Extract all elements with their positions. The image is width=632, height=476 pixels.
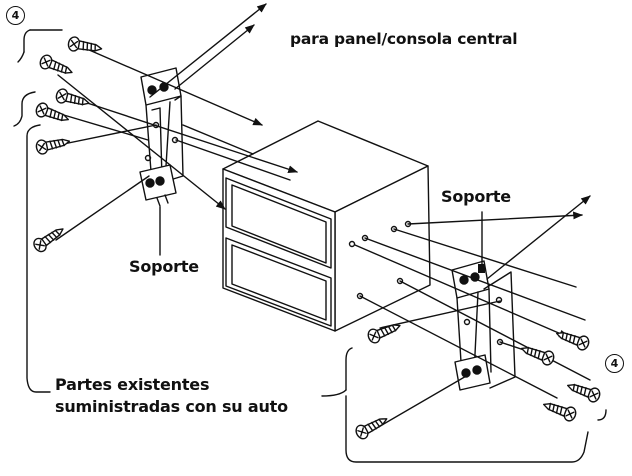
grouping-bracket-left xyxy=(13,29,63,393)
callout-number-badge-top-left: 4 xyxy=(6,6,25,25)
bracket-label-left: Soporte xyxy=(129,257,199,276)
guide-lines xyxy=(43,3,591,433)
existing-parts-line-1: Partes existentes xyxy=(55,375,210,394)
right-bracket xyxy=(451,260,516,391)
existing-parts-caption: Partes existentes suministradas con su a… xyxy=(55,374,288,418)
screws-left xyxy=(30,35,104,255)
top-caption: para panel/consola central xyxy=(290,30,518,48)
bracket-label-right: Soporte xyxy=(441,187,511,206)
head-unit-box xyxy=(222,120,431,332)
grouping-bracket-right xyxy=(321,347,607,463)
callout-number-badge-bottom-right: 4 xyxy=(605,354,624,373)
left-bracket xyxy=(139,67,184,207)
existing-parts-line-2: suministradas con su auto xyxy=(55,397,288,416)
